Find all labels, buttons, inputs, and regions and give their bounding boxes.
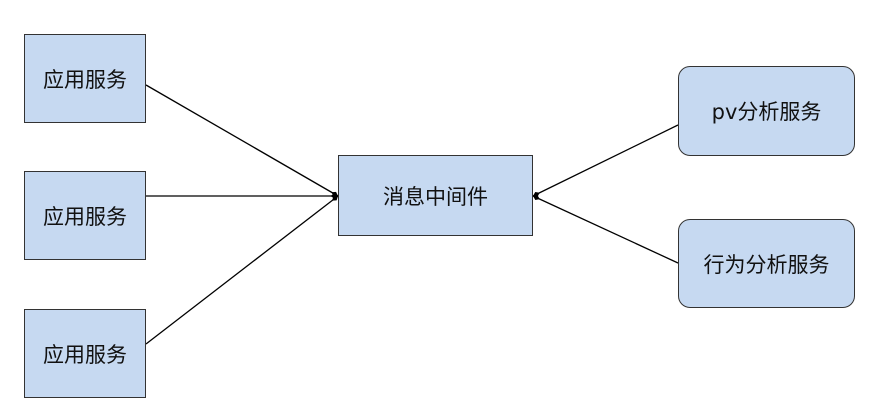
behavior-analysis-label: 行为分析服务 bbox=[703, 252, 830, 277]
app-service-node-3: 应用服务 bbox=[24, 309, 146, 398]
pv-analysis-label: pv分析服务 bbox=[711, 100, 822, 124]
app-service-label-3: 应用服务 bbox=[43, 342, 127, 367]
edge-pv-analysis-to-middleware bbox=[532, 124, 679, 197]
edge-app-service-3-to-middleware bbox=[145, 195, 339, 345]
middleware-label: 消息中间件 bbox=[383, 184, 488, 209]
middleware-node: 消息中间件 bbox=[338, 155, 533, 236]
behavior-analysis-node: 行为分析服务 bbox=[678, 219, 855, 308]
app-service-label-2: 应用服务 bbox=[43, 204, 127, 229]
app-service-node-1: 应用服务 bbox=[24, 34, 146, 123]
app-service-node-2: 应用服务 bbox=[24, 171, 146, 260]
app-service-label-1: 应用服务 bbox=[43, 67, 127, 92]
edge-app-service-1-to-middleware bbox=[145, 84, 339, 197]
pv-analysis-node: pv分析服务 bbox=[678, 66, 855, 156]
edge-behavior-analysis-to-middleware bbox=[532, 195, 679, 264]
